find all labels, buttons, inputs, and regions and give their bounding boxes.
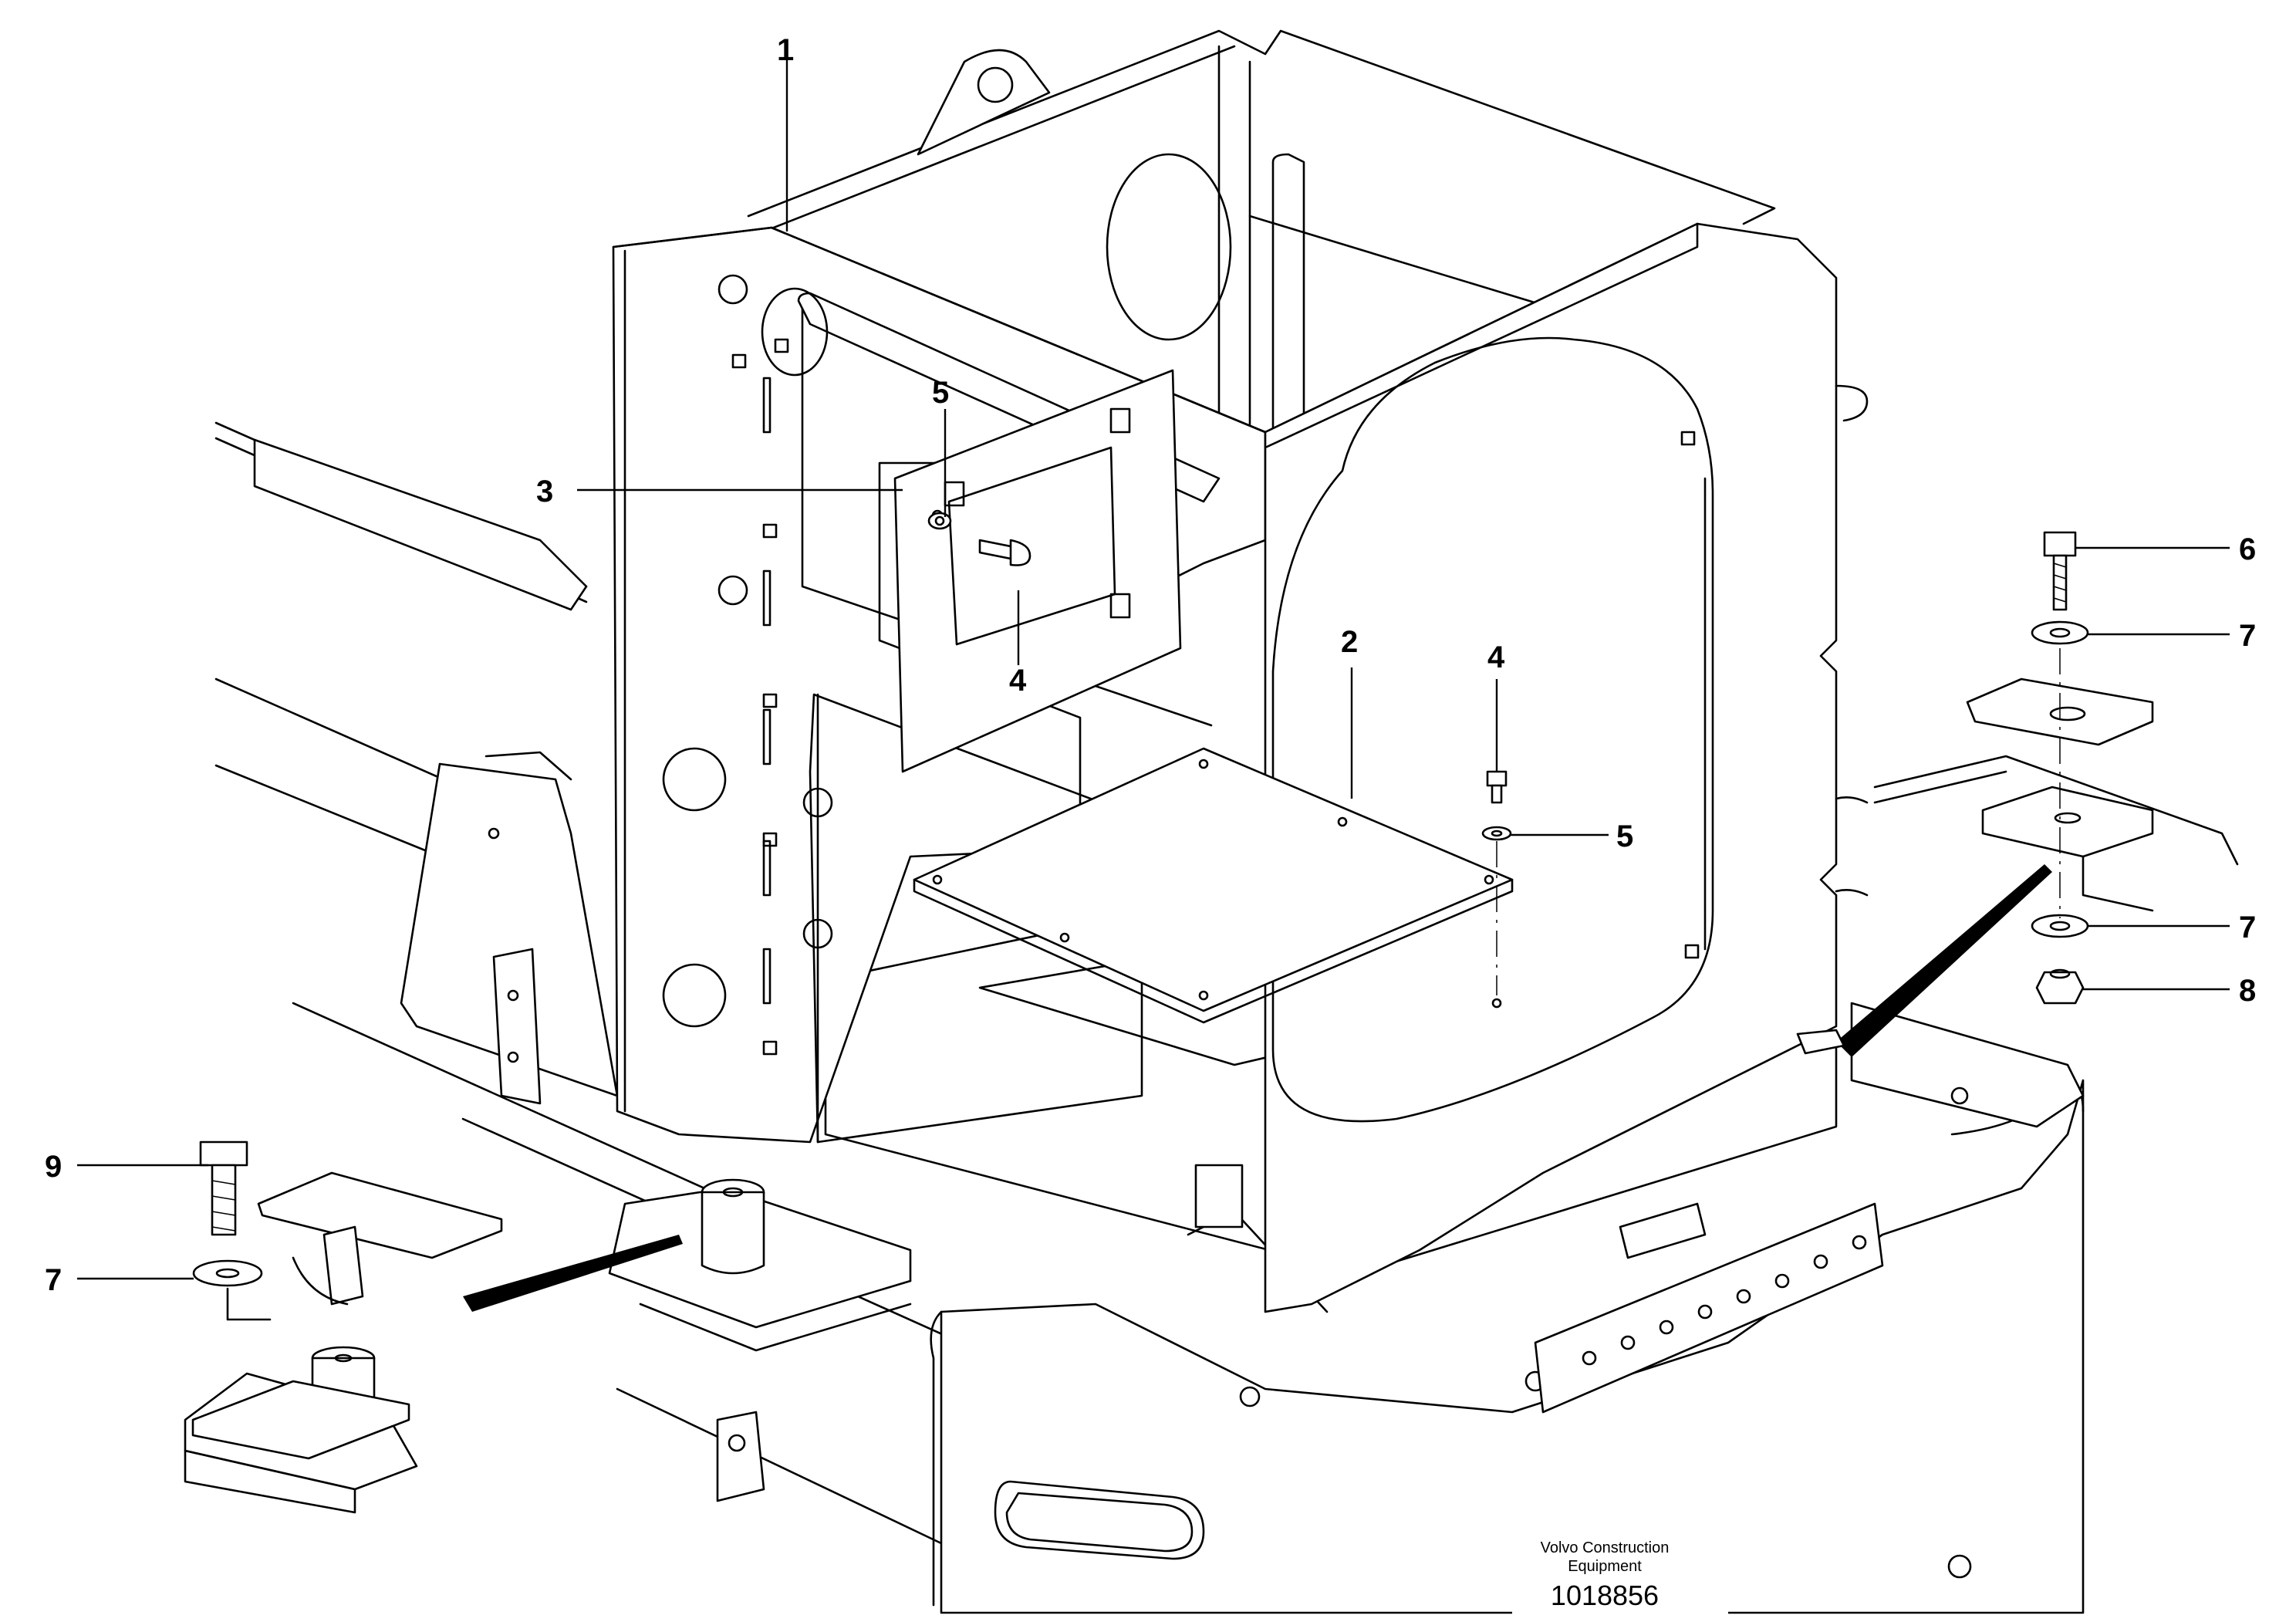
floor-plate <box>913 747 1514 1024</box>
center-mount <box>701 1178 765 1275</box>
callout-1: 1 <box>777 33 794 67</box>
footer: Volvo Construction Equipment 1018856 <box>1512 1532 1728 1617</box>
front-panel-slots <box>762 377 772 1005</box>
company-name-line1: Volvo Construction <box>1541 1539 1670 1556</box>
callout-6: 6 <box>2239 532 2256 566</box>
panel-nuts <box>731 338 789 1056</box>
cover-plate <box>893 369 1182 773</box>
document-number: 1018856 <box>1551 1580 1659 1611</box>
leader-lines <box>77 58 2230 1280</box>
callout-4-cover: 4 <box>1009 664 1027 698</box>
callout-2: 2 <box>1341 625 1358 659</box>
callout-9: 9 <box>45 1150 62 1184</box>
callout-7-lower-right: 7 <box>2239 911 2256 944</box>
callout-3: 3 <box>536 475 553 509</box>
left-mount-stack <box>191 1140 683 1460</box>
cover-bolt <box>927 512 1032 566</box>
company-name-line2: Equipment <box>1568 1558 1642 1575</box>
bracket-holes <box>1582 1235 1867 1366</box>
callout-labels: 1 2 3 4 4 5 5 6 7 7 7 8 9 <box>45 33 2256 1297</box>
floor-bolt <box>1481 770 1512 1009</box>
base-frame <box>184 421 2239 1614</box>
callout-5-floor: 5 <box>1616 819 1633 853</box>
callout-5-cover: 5 <box>932 376 949 410</box>
callout-4-floor: 4 <box>1487 640 1505 674</box>
callout-7-left: 7 <box>45 1263 62 1297</box>
callout-8: 8 <box>2239 974 2256 1008</box>
callout-7-upper-right: 7 <box>2239 619 2256 653</box>
right-mount-stack <box>1796 531 2154 1057</box>
